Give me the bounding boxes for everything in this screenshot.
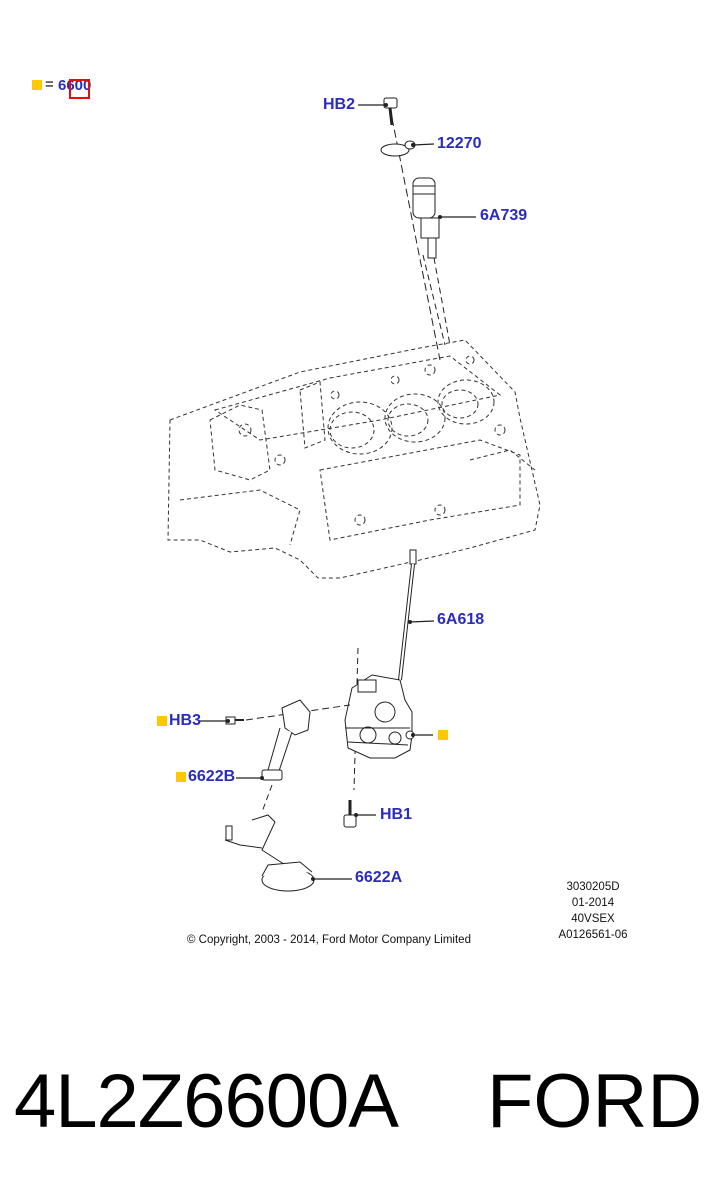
leader-lines: [200, 104, 476, 880]
callout-6a618[interactable]: 6A618: [437, 611, 485, 628]
copyright-notice: © Copyright, 2003 - 2014, Ford Motor Com…: [187, 934, 471, 946]
callout-12270[interactable]: 12270: [437, 135, 482, 152]
diagram-metadata: 3030205D 01-2014 40VSEX A0126561-06: [548, 879, 638, 943]
marker-6622b: [176, 772, 186, 782]
legend-marker: [32, 80, 42, 90]
engine-block: [167, 339, 541, 579]
legend-code: 6600: [58, 77, 92, 94]
marker-oil-pump[interactable]: [438, 730, 448, 740]
bolt-hb1: [343, 800, 357, 828]
callout-hb1[interactable]: HB1: [380, 806, 413, 823]
pickup-tube-6622b: [261, 699, 311, 781]
callout-hb2[interactable]: HB2: [323, 96, 356, 113]
dipstick-6a618: [398, 549, 417, 681]
meta-line: 40VSEX: [571, 913, 615, 925]
callout-6622b[interactable]: 6622B: [188, 768, 236, 785]
pickup-screen-6622a: [224, 814, 315, 892]
part-number: 4L2Z6600A: [14, 1059, 399, 1144]
tube-6a739: [412, 177, 440, 259]
callout-6622a[interactable]: 6622A: [355, 869, 403, 886]
brand-name: FORD: [487, 1059, 703, 1144]
legend-equals: =: [45, 76, 54, 93]
highlight-box: [69, 79, 90, 99]
dipstick-axis: [391, 117, 441, 361]
callout-6a739[interactable]: 6A739: [480, 207, 528, 224]
meta-line: 01-2014: [571, 897, 615, 909]
exploded-diagram: [167, 97, 541, 892]
meta-line: A0126561-06: [558, 929, 628, 941]
callout-hb3[interactable]: HB3: [169, 712, 202, 729]
bolt-hb2: [383, 97, 398, 126]
oil-pump-assembly: [344, 674, 415, 759]
clip-12270: [380, 140, 416, 157]
marker-hb3: [157, 716, 167, 726]
meta-line: 3030205D: [566, 881, 620, 893]
